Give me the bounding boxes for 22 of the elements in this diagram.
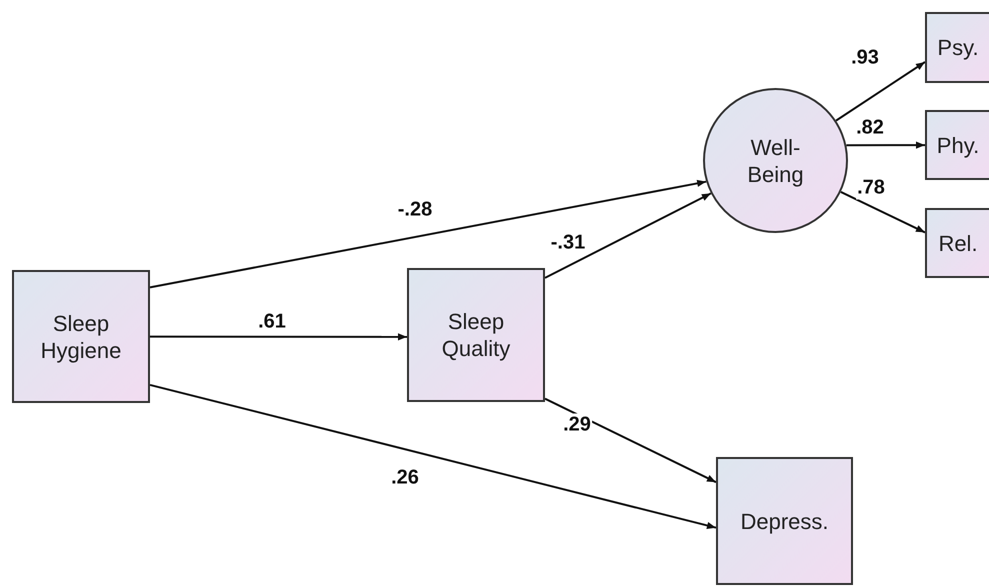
node-label: Depress.: [740, 508, 829, 534]
observed-variable-box: [925, 208, 989, 278]
node-label: Psy.: [937, 34, 979, 61]
arrow: [150, 180, 706, 288]
node-label: Rel.: [938, 230, 978, 256]
observed-variable-box: [925, 110, 989, 180]
node-label: Well-Being: [746, 134, 805, 188]
arrow: [846, 142, 925, 149]
observed-variable-box: [407, 268, 545, 402]
arrow: [150, 333, 407, 340]
arrow: [544, 398, 716, 484]
node-label: Sleep Hygiene: [40, 310, 122, 364]
arrow: [835, 61, 926, 122]
node-label: Phy.: [936, 132, 980, 158]
arrow: [544, 192, 712, 279]
node-label: Sleep Quality: [440, 308, 512, 362]
path-coefficient: .78: [856, 176, 886, 200]
observed-variable-box: [716, 457, 853, 585]
arrow: [840, 191, 926, 234]
arrow: [150, 384, 716, 529]
observed-variable-box: [925, 12, 989, 83]
observed-variable-box: [12, 270, 150, 403]
